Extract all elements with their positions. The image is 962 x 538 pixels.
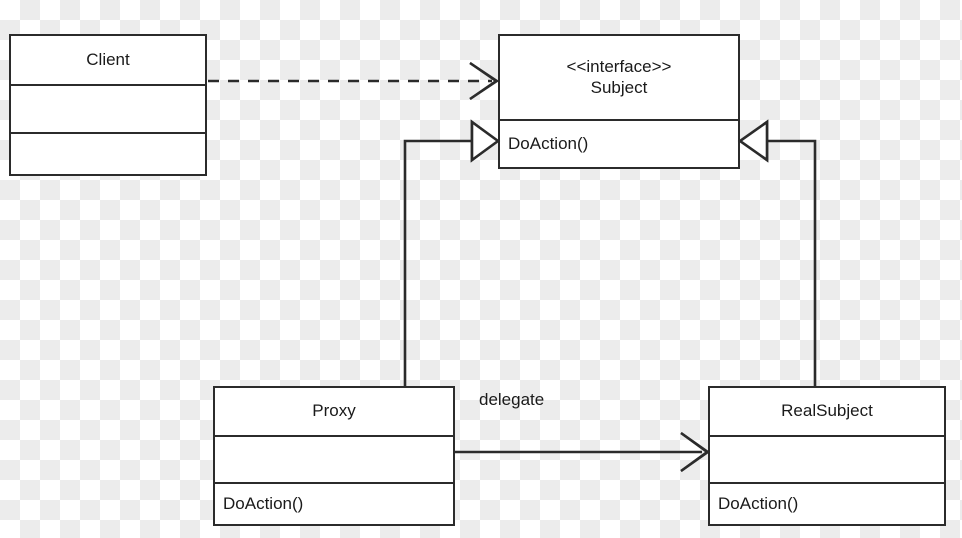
edge-realsubject-to-subject (739, 119, 817, 386)
client-class-name: Client (86, 49, 130, 69)
edge-label-delegate: delegate (479, 390, 545, 409)
class-box-proxy[interactable]: Proxy DoAction() (213, 386, 455, 526)
arrowhead-client-dependency (469, 62, 500, 100)
edge-proxy-to-realsubject (455, 432, 710, 472)
realsubject-class-name: RealSubject (781, 401, 873, 421)
realsubject-title-compartment: RealSubject (710, 388, 944, 435)
realsubject-operations-compartment: DoAction() (710, 482, 944, 524)
proxy-attributes-compartment (215, 435, 453, 482)
edge-proxy-to-subject (403, 119, 500, 386)
client-attributes-compartment (11, 84, 205, 132)
subject-stereotype: <<interface>> (566, 56, 672, 76)
proxy-operations-compartment: DoAction() (215, 482, 453, 524)
realsubject-attributes-compartment (710, 435, 944, 482)
client-title-compartment: Client (11, 36, 205, 84)
subject-title-compartment: <<interface>> Subject (500, 36, 738, 119)
arrowhead-delegate-association (680, 432, 711, 472)
class-box-subject[interactable]: <<interface>> Subject DoAction() (498, 34, 740, 169)
arrowhead-proxy-realization (470, 119, 501, 163)
arrowhead-realsubject-realization (737, 119, 769, 163)
edge-client-to-subject (208, 62, 499, 100)
proxy-title-compartment: Proxy (215, 388, 453, 435)
class-box-client[interactable]: Client (9, 34, 207, 176)
proxy-operations: DoAction() (223, 493, 304, 513)
subject-operations-compartment: DoAction() (500, 119, 738, 167)
class-box-realsubject[interactable]: RealSubject DoAction() (708, 386, 946, 526)
subject-class-name: Subject (590, 77, 648, 97)
realsubject-operations: DoAction() (718, 493, 799, 513)
client-operations-compartment (11, 132, 205, 174)
subject-operations: DoAction() (508, 133, 589, 153)
proxy-class-name: Proxy (312, 401, 356, 421)
